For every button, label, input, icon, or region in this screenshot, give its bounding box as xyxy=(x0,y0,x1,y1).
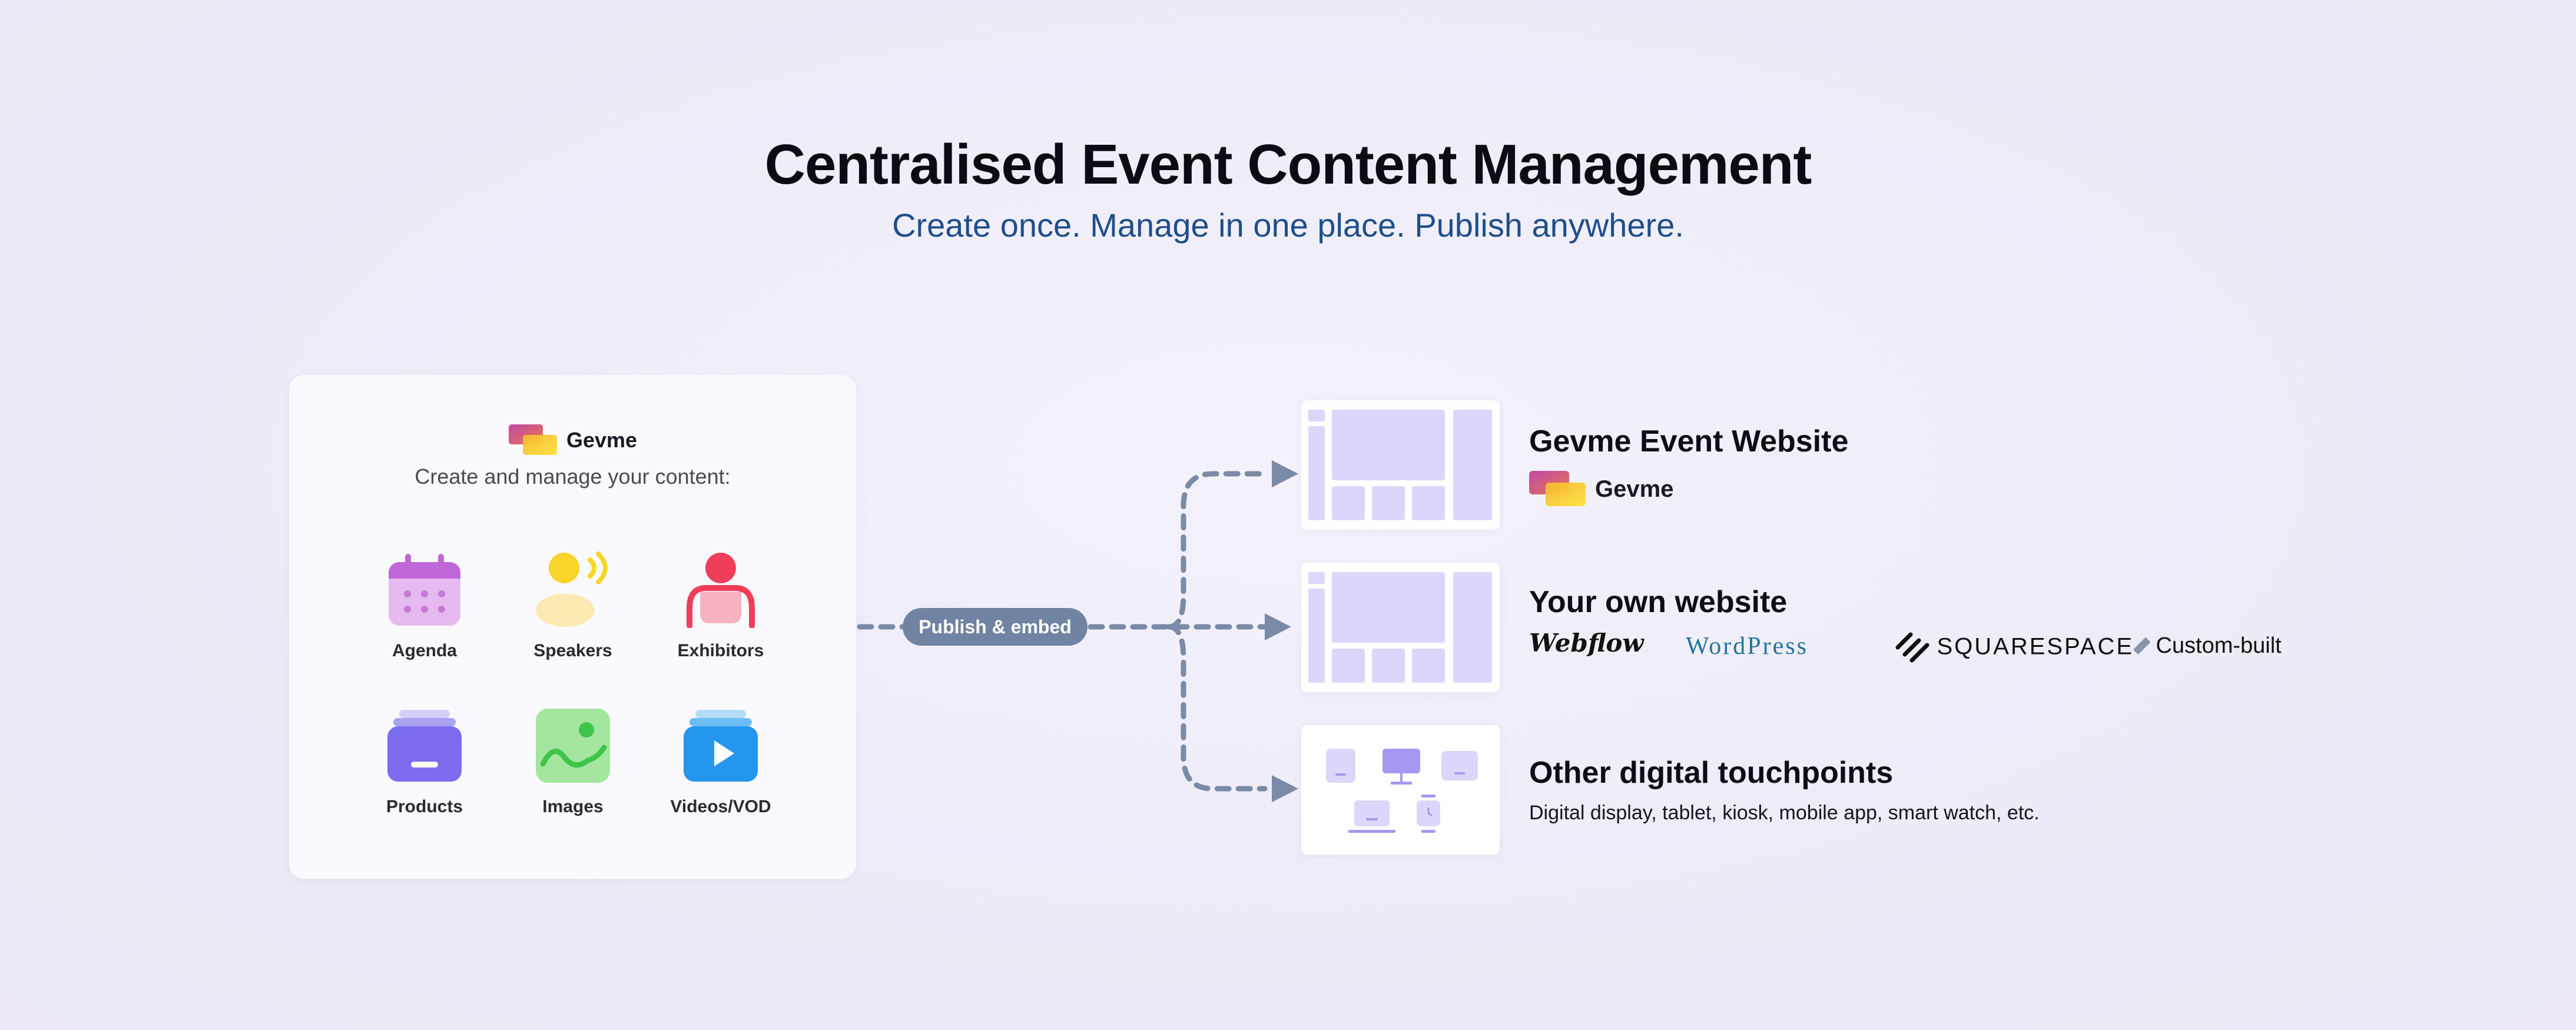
devices-icon xyxy=(1326,749,1478,833)
content-item-label: Speakers xyxy=(533,641,612,660)
destination-title-touchpoints: Other digital touchpoints xyxy=(1529,756,1894,790)
content-item-exhibitors[interactable]: Exhibitors xyxy=(662,551,780,661)
content-item-videos[interactable]: Videos/VOD xyxy=(662,707,780,817)
content-item-label: Exhibitors xyxy=(677,641,764,660)
exhibitor-icon xyxy=(687,553,755,628)
destination-title-gevme: Gevme Event Website xyxy=(1529,424,1849,458)
arrowhead-top xyxy=(1272,460,1298,487)
content-source-card: Gevme Create and manage your content: Ag… xyxy=(289,375,856,879)
gevme-brand: Gevme xyxy=(1529,471,1673,507)
arrowhead-middle xyxy=(1265,613,1291,640)
calendar-icon xyxy=(389,554,460,626)
destination-title-own-website: Your own website xyxy=(1529,585,1788,619)
squarespace-logo: SQUARESPACE xyxy=(1893,630,2134,664)
gevme-logo-icon xyxy=(509,424,557,455)
content-item-label: Products xyxy=(386,797,463,816)
webflow-logo: Webflow xyxy=(1529,629,1644,657)
gevme-brand-name: Gevme xyxy=(566,428,638,452)
squarespace-label: SQUARESPACE xyxy=(1937,633,2134,660)
page-title: Centralised Event Content Management xyxy=(764,133,1812,196)
custom-built-label: Custom-built xyxy=(2156,633,2282,658)
gevme-brand-name: Gevme xyxy=(1595,476,1674,502)
speaker-icon xyxy=(536,551,608,627)
devices-preview-panel xyxy=(1301,725,1500,855)
page-subtitle: Create once. Manage in one place. Publis… xyxy=(892,207,1684,244)
website-wireframe-icon xyxy=(1308,410,1492,520)
arrowhead-bottom xyxy=(1272,775,1298,802)
content-item-label: Images xyxy=(542,797,604,816)
ruler-icon xyxy=(2133,637,2150,654)
connector-line-top xyxy=(1166,471,1268,630)
squarespace-icon xyxy=(1895,632,1929,663)
website-wireframe-icon xyxy=(1308,572,1492,683)
product-box-icon xyxy=(387,710,462,782)
publish-embed-badge: Publish & embed xyxy=(903,608,1088,646)
content-item-label: Agenda xyxy=(392,641,457,660)
image-icon xyxy=(536,709,610,783)
card-subtitle: Create and manage your content: xyxy=(415,464,731,489)
video-play-icon xyxy=(684,710,758,782)
touchpoints-description: Digital display, tablet, kiosk, mobile a… xyxy=(1529,802,2040,824)
content-item-products[interactable]: Products xyxy=(366,707,483,817)
connector-line-bottom xyxy=(1166,624,1268,792)
content-item-label: Videos/VOD xyxy=(670,797,771,816)
wordpress-logo: WordPress xyxy=(1686,633,1808,660)
gevme-brand: Gevme xyxy=(509,424,637,456)
custom-built-logo: Custom-built xyxy=(2130,633,2282,659)
gevme-logo-icon xyxy=(1529,471,1586,506)
content-item-agenda[interactable]: Agenda xyxy=(366,551,483,661)
website-preview-panel xyxy=(1301,400,1500,530)
content-item-speakers[interactable]: Speakers xyxy=(514,551,632,661)
platform-logos: Webflow WordPress SQUARESPACE Custom-bui… xyxy=(1529,627,2295,670)
content-item-images[interactable]: Images xyxy=(514,707,632,817)
own-website-preview-panel xyxy=(1301,563,1500,692)
